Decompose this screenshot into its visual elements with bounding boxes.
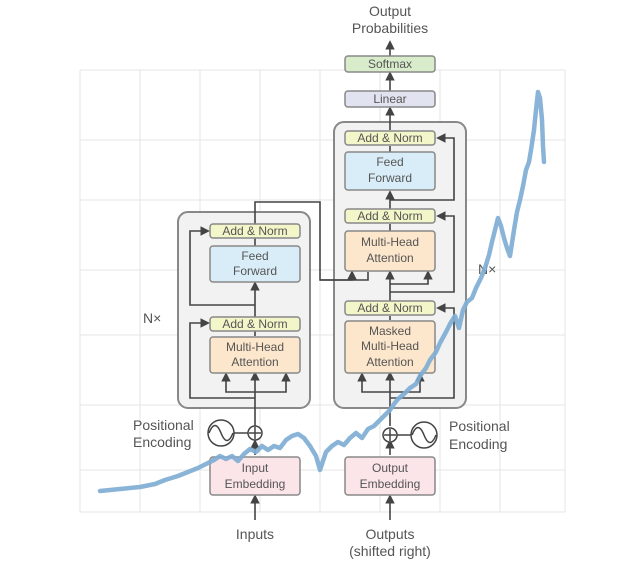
output-probabilities-label-2: Probabilities	[352, 20, 428, 36]
output-embedding-box	[344, 456, 436, 496]
decoder-positional-label-2: Encoding	[449, 436, 507, 452]
linear-box	[344, 90, 436, 108]
decoder-feed-forward-label-1: Feed	[376, 155, 403, 169]
decoder-add-norm-1-box	[344, 300, 436, 316]
input-embedding-label-2: Embedding	[225, 477, 286, 491]
encoder-add-norm-1-label: Add & Norm	[222, 317, 287, 331]
encoder-stack	[177, 211, 311, 409]
encoder-nx-label: N×	[143, 310, 161, 326]
encoder-feed-forward-label-1: Feed	[241, 249, 268, 263]
decoder-attention-label-1: Multi-Head	[361, 235, 419, 249]
decoder-positional-label-1: Positional	[449, 418, 510, 434]
decoder-add-norm-2-label: Add & Norm	[357, 209, 422, 223]
decoder-positional-wave-icon	[397, 421, 438, 449]
decoder-masked-attention-box	[344, 320, 436, 374]
encoder-attention-label-1: Multi-Head	[226, 340, 284, 354]
encoder-positional-label-2: Encoding	[133, 434, 191, 450]
encoder-add-norm-2-label: Add & Norm	[222, 224, 287, 238]
masked-attention-label-2: Multi-Head	[361, 339, 419, 353]
encoder-attention-label-2: Attention	[231, 355, 278, 369]
decoder-attention-box	[344, 230, 436, 272]
input-embedding-box	[209, 456, 301, 496]
decoder-feed-forward-box	[344, 151, 436, 191]
decoder-feed-forward-label-2: Forward	[368, 171, 412, 185]
decoder-add-norm-3-label: Add & Norm	[357, 131, 422, 145]
softmax-label: Softmax	[368, 57, 412, 71]
decoder-add-norm-1-label: Add & Norm	[357, 301, 422, 315]
encoder-feed-forward-label-2: Forward	[233, 264, 277, 278]
encoder-add-norm-1-box	[209, 316, 301, 332]
decoder-attention-label-2: Attention	[366, 251, 413, 265]
decoder-add-symbol	[382, 427, 398, 443]
decoder-add-norm-3-box	[344, 130, 436, 146]
outputs-label-1: Outputs	[365, 526, 414, 542]
inputs-label: Inputs	[236, 526, 274, 542]
output-embedding-label-2: Embedding	[360, 477, 421, 491]
encoder-attention-box	[209, 336, 301, 374]
masked-attention-label-3: Attention	[366, 355, 413, 369]
input-embedding-label-1: Input	[242, 461, 269, 475]
encoder-feed-forward-box	[209, 245, 301, 283]
encoder-add-norm-2-box	[209, 223, 301, 239]
softmax-box	[344, 55, 436, 73]
output-probabilities-label-1: Output	[369, 3, 411, 19]
decoder-add-norm-2-box	[344, 208, 436, 224]
output-embedding-label-1: Output	[372, 461, 409, 475]
masked-attention-label-1: Masked	[369, 324, 411, 338]
encoder-positional-wave-icon	[207, 419, 248, 447]
outputs-label-2: (shifted right)	[349, 543, 431, 559]
overlay-trend-line	[97, 89, 547, 494]
encoder-positional-label-1: Positional	[133, 417, 194, 433]
linear-label: Linear	[373, 92, 406, 106]
encoder-add-symbol	[247, 425, 263, 441]
